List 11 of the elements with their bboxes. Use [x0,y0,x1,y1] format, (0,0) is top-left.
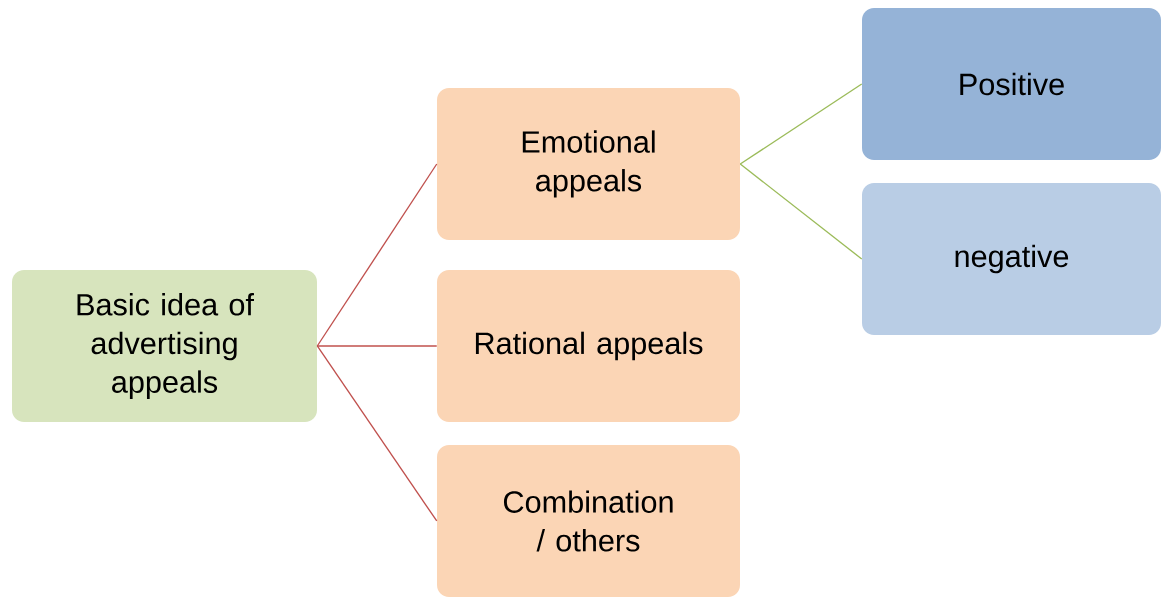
category-box: Emotional appeals [437,88,740,240]
category-box: Rational appeals [437,270,740,422]
connector-line [316,345,438,347]
connector-line [316,163,438,347]
connector-line [739,163,863,260]
subcategory-box: Positive [862,8,1161,160]
category-box: Combination / others [437,445,740,597]
connector-line [739,83,863,165]
subcategory-box: negative [862,183,1161,335]
connector-line [316,345,438,522]
root-box: Basic idea of advertising appeals [12,270,317,422]
